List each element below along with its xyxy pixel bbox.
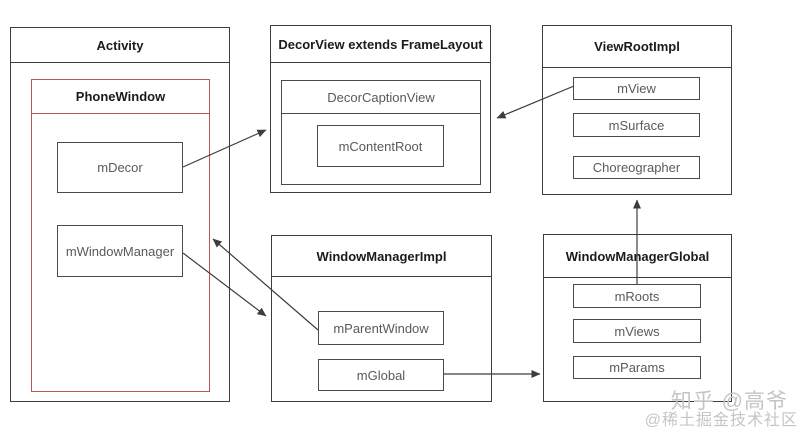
node-m-surface: mSurface — [573, 113, 700, 137]
node-m-views: mViews — [573, 319, 701, 343]
node-m-params: mParams — [573, 356, 701, 379]
node-choreographer: Choreographer — [573, 156, 700, 179]
node-window-manager-impl-title: WindowManagerImpl — [272, 236, 491, 277]
node-window-manager-global-title: WindowManagerGlobal — [544, 235, 731, 278]
node-m-decor: mDecor — [57, 142, 183, 193]
node-decor-caption-view-label: DecorCaptionView — [282, 81, 480, 114]
node-m-view: mView — [573, 77, 700, 100]
node-m-parent-window: mParentWindow — [318, 311, 444, 345]
node-view-root-impl-title: ViewRootImpl — [543, 26, 731, 68]
node-m-roots: mRoots — [573, 284, 701, 308]
watermark-juejin: @稀土掘金技术社区 — [644, 412, 798, 429]
node-m-global: mGlobal — [318, 359, 444, 391]
node-decor-view-title: DecorView extends FrameLayout — [271, 26, 490, 63]
node-phone-window-title: PhoneWindow — [32, 80, 209, 114]
node-m-content-root: mContentRoot — [317, 125, 444, 167]
node-m-window-manager: mWindowManager — [57, 225, 183, 277]
node-activity-title: Activity — [11, 28, 229, 63]
